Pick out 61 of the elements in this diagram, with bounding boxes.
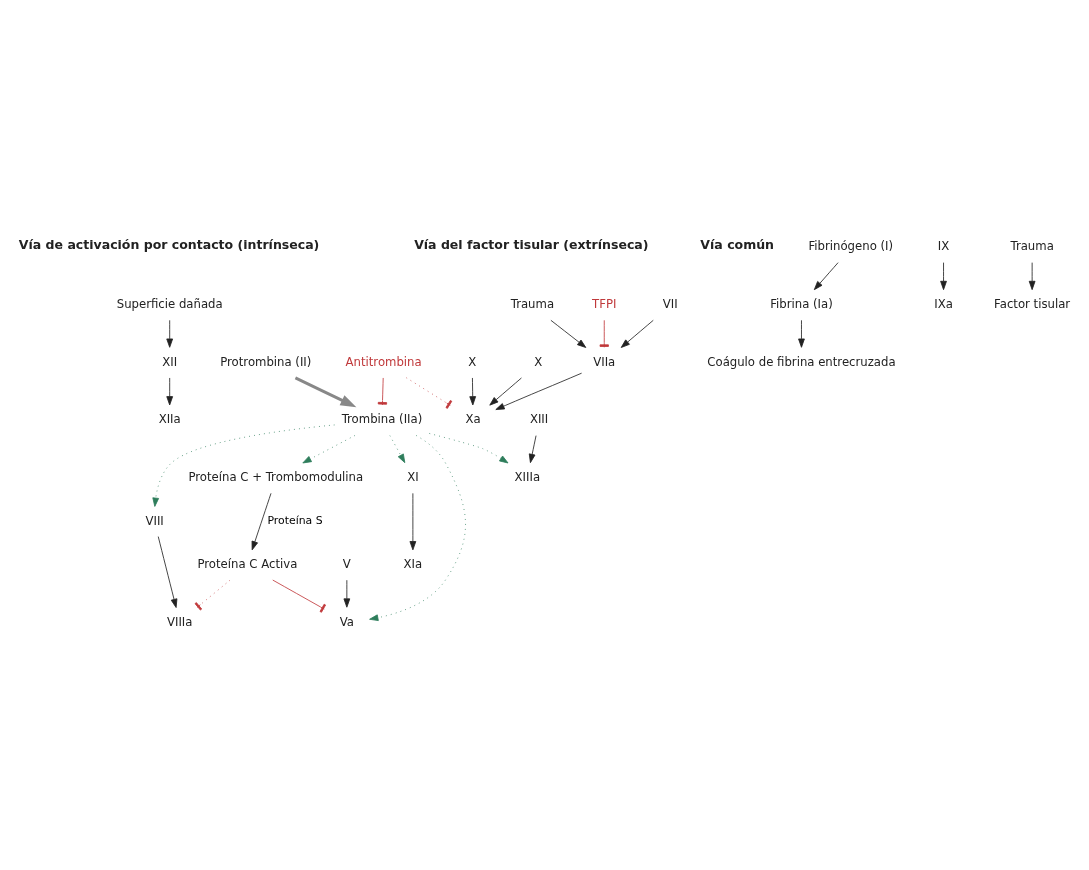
- node-text: VIIIa: [166, 614, 193, 629]
- node-text: Antitrombina: [345, 354, 422, 369]
- arrow: [528, 435, 537, 464]
- arrow: [166, 377, 174, 406]
- arrow: [620, 319, 654, 348]
- node-text: XI: [407, 470, 419, 485]
- connector: [194, 579, 231, 611]
- arrow: [550, 319, 587, 348]
- arrow: [251, 492, 272, 551]
- node-text: Proteína C Activa: [197, 557, 298, 572]
- node-text: IX: [937, 239, 950, 254]
- label: Vía de activación por contacto (intrínseca): [18, 237, 320, 253]
- node-text: Protrombina (II): [220, 354, 312, 369]
- arrow: [428, 433, 509, 464]
- node-text: Superficie dañada: [116, 297, 223, 312]
- arrow: [369, 435, 466, 622]
- arrow: [489, 377, 522, 406]
- arrow: [469, 377, 477, 406]
- arrow: [157, 536, 178, 608]
- connector: [377, 377, 388, 406]
- arrow: [302, 435, 356, 464]
- node-text: V: [342, 557, 351, 572]
- node-text: VIIa: [593, 354, 616, 369]
- node-text: Xa: [465, 412, 481, 427]
- arrow: [940, 262, 947, 291]
- arrow: [798, 319, 805, 348]
- node-text: Va: [339, 614, 354, 629]
- node-text: X: [534, 354, 543, 369]
- node-text: Fibrina (Ia): [770, 297, 833, 312]
- node-text: XIIa: [158, 412, 181, 427]
- edge-label: Proteína S: [267, 514, 323, 528]
- node-text: XIII: [529, 412, 549, 427]
- node-text: XII: [162, 354, 178, 369]
- node-text: TFPI: [592, 297, 617, 312]
- arrow: [1028, 262, 1036, 291]
- label: Vía del factor tisular (extrínseca): [414, 237, 649, 253]
- arrow: [813, 262, 839, 291]
- node-text: VIII: [145, 513, 164, 528]
- arrow: [343, 579, 351, 608]
- node-text: Coágulo de fibrina entrecruzada: [707, 354, 896, 369]
- connector: [272, 579, 326, 613]
- node-text: Fibrinógeno (I): [808, 239, 894, 254]
- node-text: Trombina (IIa): [341, 412, 423, 427]
- node-text: VII: [662, 297, 678, 312]
- node-text: Trauma: [510, 297, 555, 312]
- arrow: [389, 435, 406, 464]
- arrow: [294, 376, 357, 408]
- node-text: Factor tisular: [994, 297, 1071, 312]
- node-text: X: [468, 354, 477, 369]
- node-text: XIa: [403, 557, 423, 572]
- label: Vía común: [700, 237, 775, 253]
- node-text: Trauma: [1010, 239, 1054, 254]
- arrow: [152, 424, 335, 507]
- arrow: [495, 372, 582, 410]
- arrow: [166, 319, 174, 348]
- connector: [406, 377, 453, 409]
- node-text: Proteína C + Trombomodulina: [188, 470, 364, 485]
- arrow: [409, 492, 417, 551]
- node-text: XIIIa: [514, 470, 541, 485]
- node-text: IXa: [934, 297, 953, 312]
- connector: [599, 319, 609, 348]
